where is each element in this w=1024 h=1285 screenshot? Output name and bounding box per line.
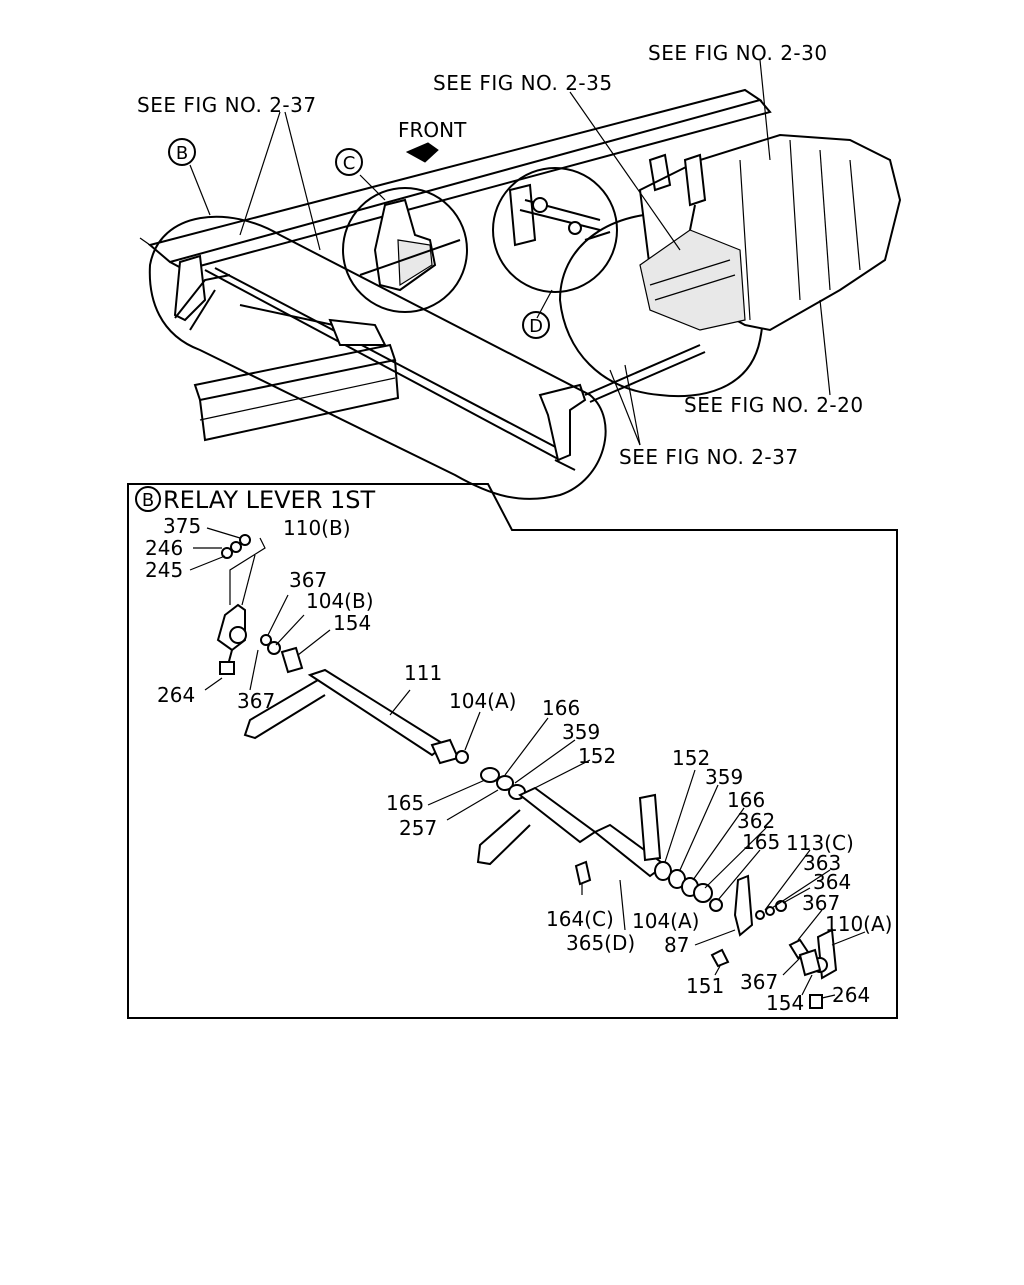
part-154-right: 154 <box>766 991 804 1015</box>
callout-d: D <box>522 311 550 339</box>
part-365d: 365(D) <box>566 931 635 955</box>
part-111: 111 <box>404 661 442 685</box>
callout-d-letter: D <box>529 316 543 337</box>
part-245: 245 <box>145 558 183 582</box>
part-113c: 113(C) <box>786 831 854 855</box>
part-110b: 110(B) <box>283 516 351 540</box>
part-104a-lower: 104(A) <box>632 909 699 933</box>
front-label: FRONT <box>398 118 467 142</box>
part-257: 257 <box>399 816 437 840</box>
detail-badge: B <box>142 490 154 511</box>
part-152-right: 152 <box>672 746 710 770</box>
part-363: 363 <box>803 851 841 875</box>
part-154-left: 154 <box>333 611 371 635</box>
detail-title: RELAY LEVER 1ST <box>163 486 376 514</box>
callout-b: B <box>168 138 196 166</box>
reference-fig-2-37-bottom: SEE FIG NO. 2-37 <box>619 445 799 469</box>
part-165-right: 165 <box>742 830 780 854</box>
part-359-upper: 359 <box>562 720 600 744</box>
callout-c: C <box>335 148 363 176</box>
part-264-left: 264 <box>157 683 195 707</box>
part-87: 87 <box>664 933 689 957</box>
reference-fig-2-30: SEE FIG NO. 2-30 <box>648 41 828 65</box>
reference-fig-2-35: SEE FIG NO. 2-35 <box>433 71 613 95</box>
part-367-top: 367 <box>289 568 327 592</box>
callout-b-letter: B <box>176 143 188 164</box>
part-375: 375 <box>163 514 201 538</box>
part-367-left: 367 <box>237 689 275 713</box>
part-104b: 104(B) <box>306 589 374 613</box>
relay-lever-parts <box>189 527 866 1009</box>
part-110a: 110(A) <box>825 912 892 936</box>
part-367-right-bottom: 367 <box>740 970 778 994</box>
part-364: 364 <box>813 870 851 894</box>
part-151: 151 <box>686 974 724 998</box>
front-direction-indicator: FRONT <box>398 118 467 163</box>
detail-panel-relay-lever: B RELAY LEVER 1ST <box>127 483 898 1019</box>
part-264-right: 264 <box>832 983 870 1007</box>
part-359-right: 359 <box>705 765 743 789</box>
reference-fig-2-37-top: SEE FIG NO. 2-37 <box>137 93 317 117</box>
part-166-upper: 166 <box>542 696 580 720</box>
part-164c: 164(C) <box>546 907 614 931</box>
part-362: 362 <box>737 809 775 833</box>
part-152-upper: 152 <box>578 744 616 768</box>
part-165-left: 165 <box>386 791 424 815</box>
part-166-right: 166 <box>727 788 765 812</box>
part-number-labels: 375 246 245 110(B) 367 104(B) 154 264 36… <box>145 514 892 1015</box>
part-367-right-top: 367 <box>802 891 840 915</box>
callout-c-letter: C <box>343 153 356 174</box>
chassis-overview <box>139 59 902 500</box>
part-104a-upper: 104(A) <box>449 689 516 713</box>
reference-fig-2-20: SEE FIG NO. 2-20 <box>684 393 864 417</box>
part-246: 246 <box>145 536 183 560</box>
